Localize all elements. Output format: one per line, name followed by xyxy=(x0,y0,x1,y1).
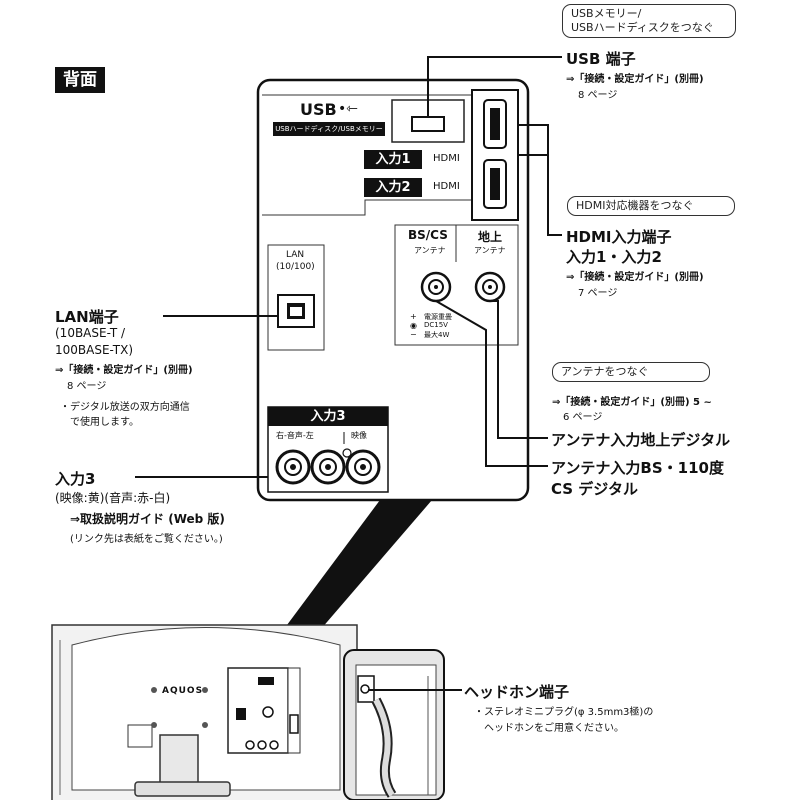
input3-spec: (映像:黄)(音声:赤-白) xyxy=(55,491,171,505)
power-note-1: 電源重畳 xyxy=(424,313,452,321)
input2-hdmi-label: HDMI xyxy=(433,181,460,192)
input1-label: 入力1 xyxy=(364,150,422,169)
input3-note: (リンク先は表紙をご覧ください。) xyxy=(70,534,223,545)
lan-note-1: ・デジタル放送の双方向通信 xyxy=(60,402,190,413)
power-polarity-icon: +◉− xyxy=(410,312,417,339)
hdmi-callout: HDMI対応機器をつなぐ xyxy=(567,196,735,216)
power-note-3: 最大4W xyxy=(424,331,450,339)
lan-title: LAN端子 xyxy=(55,308,119,326)
section-title: 背面 xyxy=(55,67,105,93)
bs-leader xyxy=(435,300,548,467)
usb-ref: ⇒「接続・設定ガイド」(別冊) xyxy=(566,74,704,85)
usb-callout-line1: USBメモリー/ xyxy=(571,7,642,20)
headphone-jack-zoom xyxy=(360,684,370,694)
lan-page: 8 ページ xyxy=(67,381,107,392)
headphone-title: ヘッドホン端子 xyxy=(464,683,570,701)
antenna-callout: アンテナをつなぐ xyxy=(552,362,710,382)
antenna-bs-title-2: CS デジタル xyxy=(551,480,639,498)
lan-spec-1: (10BASE-T / xyxy=(55,326,126,340)
video-label: 映像 xyxy=(351,431,367,440)
tv-headphone-highlight xyxy=(289,714,299,734)
antenna-terrestrial-title: アンテナ入力地上デジタル xyxy=(551,431,731,449)
terrestrial-label: 地上 xyxy=(478,230,503,244)
hdmi-leader xyxy=(518,124,562,236)
usb-panel-sublabel: USBハードディスク/USBメモリー用 xyxy=(273,122,385,147)
headphone-note-2: ヘッドホンをご用意ください。 xyxy=(484,723,624,734)
usb-symbol-icon: •⇽ xyxy=(338,101,358,117)
terrestrial-antenna-label: アンテナ xyxy=(474,246,506,255)
lan-spec-2: 100BASE-TX) xyxy=(55,343,134,357)
hdmi-page: 7 ページ xyxy=(578,288,618,299)
usb-panel-label: USB xyxy=(300,100,337,119)
hdmi-title-2: 入力1・入力2 xyxy=(566,248,662,266)
antenna-page: 6 ページ xyxy=(563,412,603,423)
usb-port xyxy=(411,116,445,132)
input3-panel-label: 入力3 xyxy=(268,407,388,426)
power-note-2: DC15V xyxy=(424,321,448,329)
bs-cs-label: BS/CS xyxy=(408,228,448,242)
usb-callout: USBメモリー/ USBハードディスクをつなぐ xyxy=(562,4,736,38)
input3-ref: ⇒取扱説明ガイド (Web 版) xyxy=(70,512,225,526)
antenna-ref: ⇒「接続・設定ガイド」(別冊) 5 ~ xyxy=(552,397,712,408)
usb-leader xyxy=(427,56,562,117)
input2-label: 入力2 xyxy=(364,178,422,197)
headphone-note-1: ・ステレオミニプラグ(φ 3.5mm3極)の xyxy=(474,707,654,718)
lan-panel-label: LAN xyxy=(286,250,305,260)
hdmi-title-1: HDMI入力端子 xyxy=(566,228,672,246)
lan-speed-label: (10/100) xyxy=(276,262,315,272)
antenna-bs-title-1: アンテナ入力BS・110度 xyxy=(551,459,724,477)
usb-page: 8 ページ xyxy=(578,90,618,101)
usb-callout-line2: USBハードディスクをつなぐ xyxy=(571,21,714,34)
input1-hdmi-label: HDMI xyxy=(433,153,460,164)
usb-title: USB 端子 xyxy=(566,50,636,68)
lan-note-2: で使用します。 xyxy=(70,417,139,428)
input3-title: 入力3 xyxy=(55,470,96,488)
hdmi-ref: ⇒「接続・設定ガイド」(別冊) xyxy=(566,272,704,283)
terrestrial-leader xyxy=(490,300,548,439)
bs-cs-antenna-label: アンテナ xyxy=(414,246,446,255)
lan-ref: ⇒「接続・設定ガイド」(別冊) xyxy=(55,365,193,376)
tv-logo: AQUOS xyxy=(162,686,204,696)
audio-rl-label: 右-音声-左 xyxy=(276,431,314,440)
headphone-mini xyxy=(342,448,352,458)
